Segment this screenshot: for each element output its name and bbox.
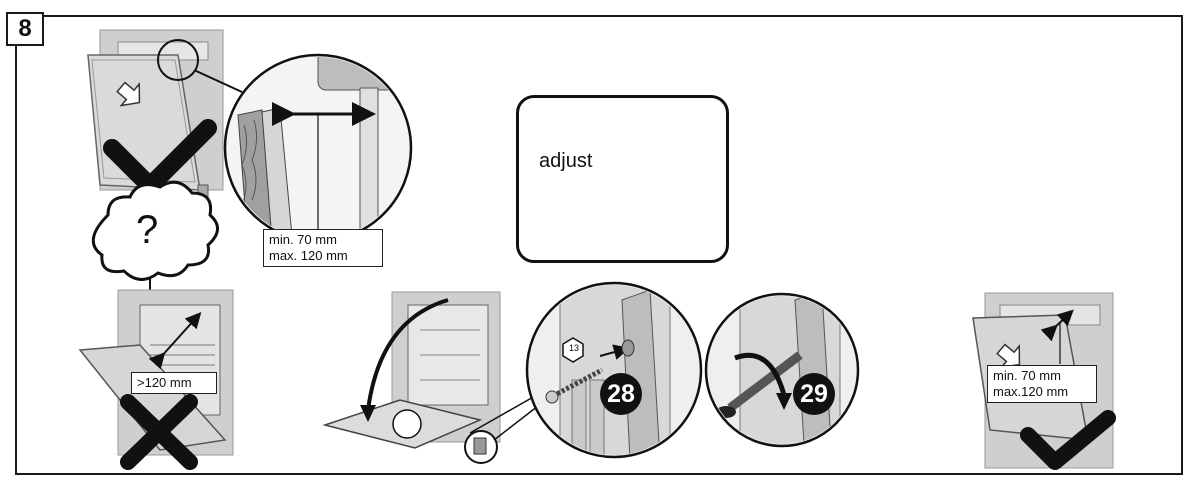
gap-zoom-detail bbox=[223, 53, 413, 243]
hex-nut-icon bbox=[562, 337, 584, 363]
wrench-size: 13 bbox=[568, 343, 579, 353]
step-number: 8 bbox=[6, 12, 44, 46]
gap-result-label: min. 70 mm max.120 mm bbox=[987, 365, 1097, 403]
instruction-frame bbox=[15, 15, 1183, 475]
note-box: adjust bbox=[516, 95, 729, 263]
screw-detail-29 bbox=[704, 292, 860, 448]
dishwasher-open-illustration bbox=[322, 291, 539, 464]
screw-detail-28 bbox=[525, 281, 703, 459]
step-badge-29: 29 bbox=[793, 373, 835, 415]
question-cloud-icon bbox=[91, 180, 219, 281]
check-icon bbox=[1020, 410, 1116, 470]
step-badge-28: 28 bbox=[600, 373, 642, 415]
zoom-indicator bbox=[157, 39, 199, 81]
question-mark: ? bbox=[136, 208, 159, 252]
cross-icon bbox=[120, 394, 198, 470]
gap-ok-label: min. 70 mm max. 120 mm bbox=[263, 229, 383, 267]
note-text: adjust bbox=[539, 150, 593, 172]
rotate-arrow-icon bbox=[734, 352, 792, 410]
gap-too-large-label: >120 mm bbox=[131, 372, 217, 394]
